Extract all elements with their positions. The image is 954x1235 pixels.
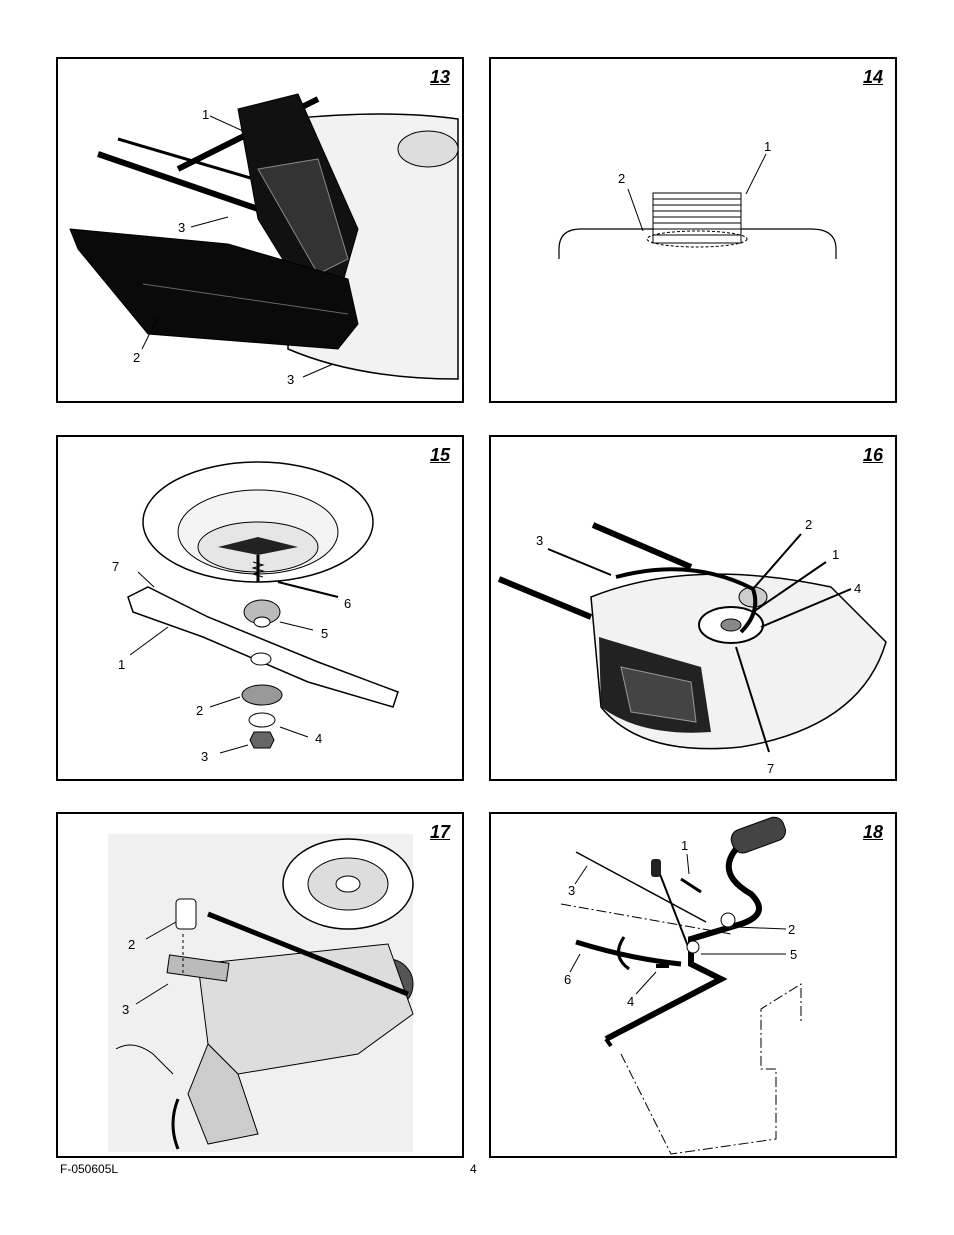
callout-2: 2	[788, 922, 795, 937]
callout-7: 7	[112, 559, 119, 574]
callout-1: 1	[202, 107, 209, 122]
callout-2: 2	[128, 937, 135, 952]
figure-14-panel: 14 1 2	[489, 57, 897, 403]
callout-3: 3	[568, 883, 575, 898]
document-code: F-050605L	[60, 1162, 119, 1176]
callout-3: 3	[178, 220, 185, 235]
callout-5: 5	[321, 626, 328, 641]
figure-16-number: 16	[862, 445, 883, 465]
callout-4: 4	[627, 994, 634, 1009]
callout-2: 2	[196, 703, 203, 718]
callout-6: 6	[344, 596, 351, 611]
callout-2: 2	[805, 517, 812, 532]
callout-5: 5	[790, 947, 797, 962]
callout-1: 1	[681, 838, 688, 853]
callout-1: 1	[118, 657, 125, 672]
figure-15-panel: 15 7 6 5 1 2 4 3	[56, 435, 464, 781]
figure-16-panel: 16 3 2 1 4 7	[489, 435, 897, 781]
callout-1: 1	[764, 139, 771, 154]
callout-1: 1	[832, 547, 839, 562]
callout-3: 3	[122, 1002, 129, 1017]
figure-15-number: 15	[429, 445, 450, 465]
figure-18-illustration: 1 3 2 5 6 4	[560, 816, 802, 1155]
page-number: 4	[470, 1162, 477, 1176]
figure-14-number: 14	[862, 67, 883, 87]
figure-17-panel: 17 2 3	[56, 812, 464, 1158]
figure-16-illustration: 3 2 1 4 7	[497, 517, 887, 776]
figure-13-number: 13	[429, 67, 450, 87]
figure-13-illustration: 1 3 2 3	[69, 93, 459, 387]
callout-6: 6	[564, 972, 571, 987]
figure-13-panel: 13 1 3 2 3	[56, 57, 464, 403]
figure-18-panel: 18 1 3 2 5 6 4	[489, 812, 897, 1158]
callout-4: 4	[315, 731, 322, 746]
callout-7: 7	[767, 761, 774, 776]
callout-3: 3	[536, 533, 543, 548]
figure-18-number: 18	[862, 822, 883, 842]
callout-2: 2	[618, 171, 625, 186]
callout-2: 2	[133, 350, 140, 365]
figure-17-illustration: 2 3	[108, 834, 414, 1152]
figure-15-illustration: 7 6 5 1 2 4 3	[112, 461, 399, 764]
callout-3: 3	[201, 749, 208, 764]
figure-14-illustration: 1 2	[558, 139, 837, 259]
callout-3b: 3	[287, 372, 294, 387]
figure-17-number: 17	[429, 822, 450, 842]
threaded-spindle	[646, 192, 748, 248]
callout-4: 4	[854, 581, 861, 596]
